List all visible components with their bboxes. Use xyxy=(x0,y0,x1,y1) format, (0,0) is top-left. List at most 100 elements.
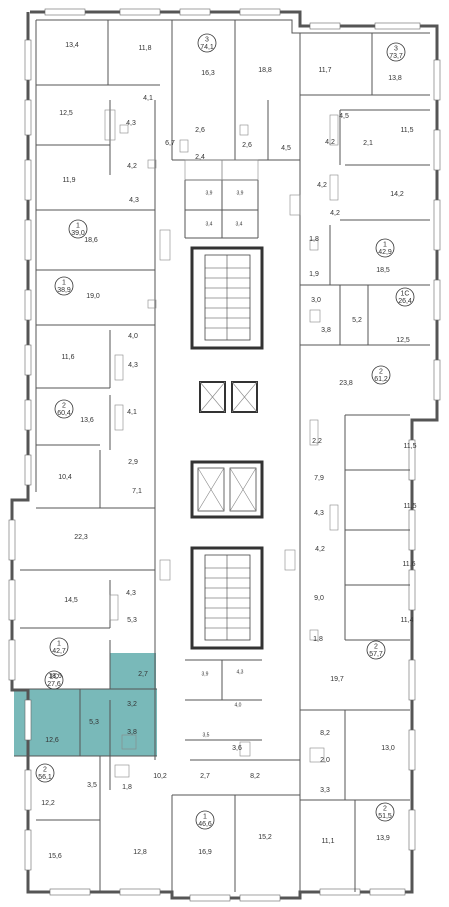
apartment-label-u3b[interactable]: 373,7 xyxy=(386,42,406,62)
apartment-room-count: 2 xyxy=(62,402,66,409)
room-area-label: 12,5 xyxy=(396,337,410,344)
room-area-label: 4,3 xyxy=(126,590,136,597)
room-area-label: 1,9 xyxy=(309,271,319,278)
room-area-label: 4,0 xyxy=(128,333,138,340)
apartment-badge-ring xyxy=(68,219,88,239)
room-area-label: 10,4 xyxy=(58,474,72,481)
apartment-label-u1b[interactable]: 142,9 xyxy=(375,238,395,258)
room-area-label: 4,2 xyxy=(317,182,327,189)
apartment-label-u3a[interactable]: 374,1 xyxy=(197,33,217,53)
room-area-label: 18,6 xyxy=(84,237,98,244)
room-area-label: 13,8 xyxy=(388,75,402,82)
apartment-label-u1a[interactable]: 139,0 xyxy=(68,219,88,239)
selected-apartment-highlight[interactable] xyxy=(14,653,157,756)
apartment-room-count: 2 xyxy=(374,643,378,650)
room-area-label: 22,3 xyxy=(74,534,88,541)
room-area-label: 3,9 xyxy=(237,190,244,196)
room-area-label: 5,3 xyxy=(127,617,137,624)
apartment-badge-ring xyxy=(197,33,217,53)
apartment-badge-ring xyxy=(54,399,74,419)
room-area-label: 2,1 xyxy=(363,140,373,147)
room-area-label: 1,8 xyxy=(313,636,323,643)
apartment-label-u1c[interactable]: 138,9 xyxy=(54,276,74,296)
apartment-label-u2c[interactable]: 257,7 xyxy=(366,640,386,660)
room-area-label: 2,7 xyxy=(138,671,148,678)
room-area-label: 12,2 xyxy=(41,800,55,807)
room-area-label: 11,5 xyxy=(400,127,413,134)
apartment-badge-ring xyxy=(375,238,395,258)
apartment-badge-ring xyxy=(195,810,215,830)
room-area-label: 8,2 xyxy=(250,773,260,780)
room-area-label: 3,8 xyxy=(127,729,137,736)
room-area-label: 4,3 xyxy=(126,120,136,127)
room-area-label: 16,3 xyxy=(201,70,215,77)
room-area-label: 11,7 xyxy=(318,67,331,74)
room-area-label: 18,5 xyxy=(376,267,390,274)
room-area-label: 19,0 xyxy=(86,293,100,300)
right-wing-partitions xyxy=(299,33,430,892)
room-area-label: 13,0 xyxy=(381,745,395,752)
room-area-label: 13,9 xyxy=(376,835,390,842)
room-area-label: 10,2 xyxy=(153,773,167,780)
apartment-label-u1d[interactable]: 142,7 xyxy=(49,637,69,657)
apartment-room-count: 1С xyxy=(50,673,59,680)
room-area-label: 4,5 xyxy=(281,145,291,152)
sanitary-fixtures xyxy=(104,109,339,778)
apartment-total-area: 39,0 xyxy=(71,230,85,237)
apartment-total-area: 46,6 xyxy=(198,821,212,828)
room-area-label: 2,2 xyxy=(312,438,322,445)
apartment-label-u2e[interactable]: 251,5 xyxy=(375,802,395,822)
apartment-label-u2b[interactable]: 260,4 xyxy=(54,399,74,419)
room-area-label: 4,3 xyxy=(237,669,244,675)
lifts-large xyxy=(190,460,264,519)
room-area-label: 11,5 xyxy=(403,503,416,510)
room-area-label: 4,1 xyxy=(143,95,153,102)
room-area-label: 11,1 xyxy=(321,838,334,845)
apartment-label-u2a[interactable]: 261,2 xyxy=(371,365,391,385)
apartment-room-count: 1С xyxy=(401,290,410,297)
room-area-label: 4,2 xyxy=(325,139,335,146)
room-area-label: 3,2 xyxy=(127,701,137,708)
stair-north xyxy=(190,246,264,350)
room-area-label: 23,8 xyxy=(339,380,353,387)
apartment-badge-ring xyxy=(386,42,406,62)
room-area-label: 15,2 xyxy=(258,834,272,841)
apartment-room-count: 1 xyxy=(383,241,387,248)
room-area-label: 2,9 xyxy=(128,459,138,466)
apartment-total-area: 60,4 xyxy=(57,410,71,417)
room-area-label: 4,2 xyxy=(330,210,340,217)
room-area-label: 13,6 xyxy=(80,417,94,424)
lifts-small xyxy=(199,381,258,413)
apartment-label-u2d[interactable]: 256,1 xyxy=(35,763,55,783)
balconies xyxy=(159,159,301,581)
room-area-label: 6,7 xyxy=(165,140,175,147)
apartment-room-count: 1 xyxy=(57,640,61,647)
apartment-total-area: 73,7 xyxy=(389,53,403,60)
room-area-label: 4,2 xyxy=(127,163,137,170)
apartment-badge-ring xyxy=(54,276,74,296)
apartment-room-count: 2 xyxy=(43,766,47,773)
selected-apartment-hall[interactable] xyxy=(110,653,156,693)
room-area-label: 11,5 xyxy=(403,443,416,450)
room-area-label: 5,3 xyxy=(89,719,99,726)
room-area-label: 16,9 xyxy=(198,849,212,856)
room-area-label: 4,5 xyxy=(339,113,349,120)
room-area-label: 1,8 xyxy=(309,236,319,243)
apartment-label-u1e[interactable]: 146,6 xyxy=(195,810,215,830)
room-area-label: 2,6 xyxy=(242,142,252,149)
apartment-total-area: 42,7 xyxy=(52,648,66,655)
room-area-label: 2,0 xyxy=(320,757,330,764)
selected-apartment-main[interactable] xyxy=(14,689,157,756)
apartment-room-count: 2 xyxy=(383,805,387,812)
room-area-label: 3,8 xyxy=(321,327,331,334)
room-area-label: 18,8 xyxy=(258,67,272,74)
room-area-label: 4,3 xyxy=(314,510,324,517)
room-area-label: 14,2 xyxy=(390,191,404,198)
room-area-label: 3,5 xyxy=(203,732,210,738)
apartment-badge-ring xyxy=(35,763,55,783)
apartment-total-area: 74,1 xyxy=(200,44,214,51)
